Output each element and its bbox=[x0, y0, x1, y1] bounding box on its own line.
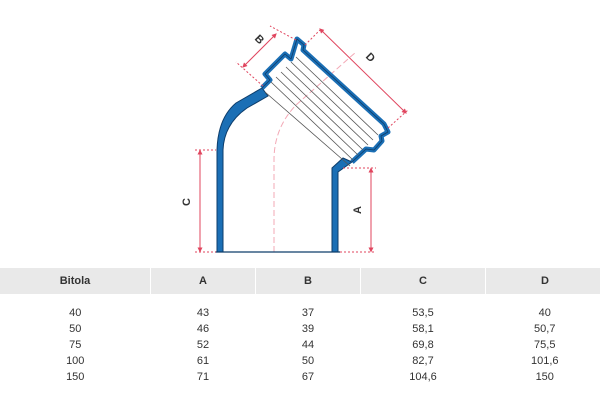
dimensions-table: Bitola A B C D 40 43 37 53,5 40 50 46 39… bbox=[0, 268, 600, 385]
cell-b: 67 bbox=[301, 371, 315, 383]
cell-b: 44 bbox=[301, 339, 315, 351]
elbow-45-drawing: C A B D bbox=[181, 25, 409, 253]
column-header-bitola: Bitola bbox=[0, 268, 151, 294]
cell-c: 53,5 bbox=[412, 307, 434, 319]
cell-c: 82,7 bbox=[412, 355, 434, 367]
dimension-b-label: B bbox=[252, 33, 266, 47]
column-header-c: C bbox=[360, 268, 486, 294]
cell-d: 101,6 bbox=[530, 355, 559, 367]
table-row: 50 46 39 58,1 50,7 bbox=[0, 321, 600, 337]
dimension-d-label: D bbox=[363, 51, 377, 65]
cell-c: 104,6 bbox=[409, 371, 437, 383]
socket-rings bbox=[264, 56, 379, 167]
table-row: 100 61 50 82,7 101,6 bbox=[0, 353, 600, 369]
cell-bitola: 100 bbox=[66, 355, 85, 367]
cell-d: 75,5 bbox=[534, 339, 556, 351]
cell-bitola: 150 bbox=[66, 371, 85, 383]
cell-bitola: 40 bbox=[69, 307, 82, 319]
cell-b: 50 bbox=[301, 355, 315, 367]
cell-bitola: 50 bbox=[69, 323, 82, 335]
column-header-d: D bbox=[541, 275, 549, 287]
cell-bitola: 75 bbox=[69, 339, 82, 351]
dimension-a-label: A bbox=[352, 206, 364, 214]
cell-a: 71 bbox=[196, 371, 210, 383]
cell-a: 52 bbox=[196, 339, 210, 351]
cell-a: 61 bbox=[196, 355, 210, 367]
dimension-c-label: C bbox=[181, 198, 193, 206]
dimension-b bbox=[235, 25, 297, 87]
cell-a: 43 bbox=[196, 307, 210, 319]
cell-c: 58,1 bbox=[412, 323, 434, 335]
centerline bbox=[273, 51, 357, 252]
table-row: 75 52 44 69,8 75,5 bbox=[0, 337, 600, 353]
column-header-b: B bbox=[255, 268, 361, 294]
cell-b: 37 bbox=[301, 307, 315, 319]
cell-c: 69,8 bbox=[412, 339, 434, 351]
table-header-row: Bitola A B C D bbox=[0, 268, 600, 294]
table-row: 40 43 37 53,5 40 bbox=[0, 294, 600, 321]
cell-d: 40 bbox=[538, 307, 551, 319]
dimension-a bbox=[340, 167, 376, 253]
cell-d: 150 bbox=[535, 371, 554, 383]
dimension-c bbox=[195, 149, 216, 253]
elbow-right-wall bbox=[331, 157, 354, 253]
elbow-left-wall bbox=[216, 87, 269, 253]
cell-b: 39 bbox=[301, 323, 315, 335]
cell-d: 50,7 bbox=[534, 323, 556, 335]
table-row: 150 71 67 104,6 150 bbox=[0, 369, 600, 385]
dimension-d bbox=[304, 27, 409, 129]
column-header-a: A bbox=[150, 268, 256, 294]
cell-a: 46 bbox=[196, 323, 210, 335]
